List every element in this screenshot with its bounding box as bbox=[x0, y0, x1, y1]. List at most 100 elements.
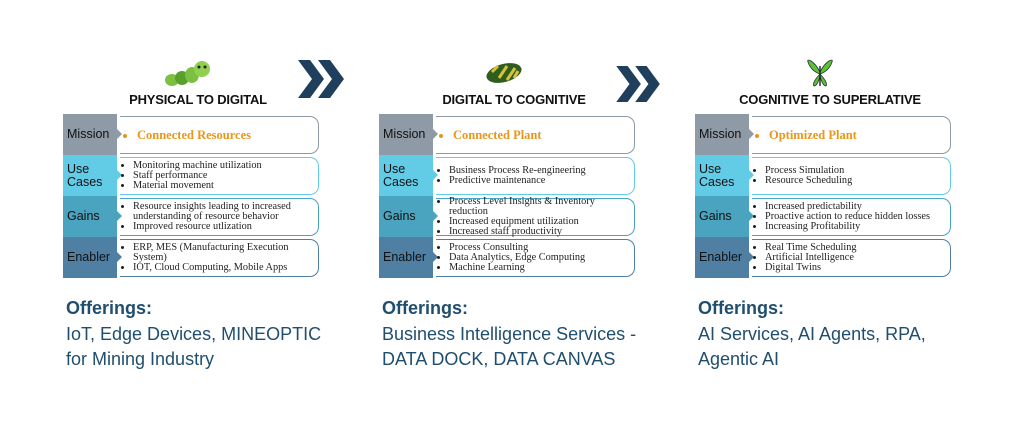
row-bracket bbox=[120, 239, 319, 277]
bullet-item: Digital Twins bbox=[765, 262, 951, 273]
cocoon-icon bbox=[474, 58, 534, 88]
bullet-item: Resource insights leading to increased u… bbox=[133, 201, 319, 222]
bullet-list: Real Time SchedulingArtificial Intellige… bbox=[755, 242, 951, 273]
stage-title: DIGITAL TO COGNITIVE bbox=[442, 92, 586, 107]
row-bracket bbox=[436, 198, 635, 236]
caterpillar-icon bbox=[158, 58, 218, 88]
row-content: Connected Plant bbox=[439, 116, 635, 153]
offerings-heading: Offerings: bbox=[698, 298, 785, 318]
row-bracket bbox=[752, 198, 951, 236]
row-label: Gains bbox=[695, 196, 749, 237]
row-content: ERP, MES (Manufacturing Execution System… bbox=[123, 239, 319, 276]
row-label: Use Cases bbox=[63, 155, 117, 196]
bullet-item: Business Process Re-engineering bbox=[449, 165, 635, 176]
row-content: Process Level Insights & Inventory reduc… bbox=[439, 196, 635, 237]
bullet-list: Monitoring machine utilizationStaff perf… bbox=[123, 160, 319, 191]
row-label: Enabler bbox=[63, 237, 117, 278]
bullet-list: Process ConsultingData Analytics, Edge C… bbox=[439, 242, 635, 273]
bullet-list: ERP, MES (Manufacturing Execution System… bbox=[123, 242, 319, 273]
row-label: Gains bbox=[379, 196, 433, 237]
row-bracket bbox=[436, 239, 635, 277]
row-content: Resource insights leading to increased u… bbox=[123, 198, 319, 235]
bullet-item: Monitoring machine utilization bbox=[133, 160, 319, 171]
offerings-heading: Offerings: bbox=[382, 298, 469, 318]
bullet-list: Connected Plant bbox=[439, 128, 635, 141]
bullet-item: Predictive maintenance bbox=[449, 175, 635, 186]
bullet-item: Connected Plant bbox=[453, 128, 635, 141]
row-enabler: EnablerProcess ConsultingData Analytics,… bbox=[379, 237, 637, 278]
offerings-text: AI Services, AI Agents, RPA, Agentic AI bbox=[698, 324, 926, 369]
row-arrow bbox=[749, 170, 754, 180]
bullet-item: Proactive action to reduce hidden losses bbox=[765, 211, 951, 222]
row-content: Process ConsultingData Analytics, Edge C… bbox=[439, 239, 635, 276]
row-label: Enabler bbox=[695, 237, 749, 278]
row-use-cases: Use Cases Process SimulationResource Sche… bbox=[695, 155, 953, 196]
offerings-text: IoT, Edge Devices, MINEOPTIC for Mining … bbox=[66, 324, 322, 369]
row-arrow bbox=[117, 170, 122, 180]
row-enabler: EnablerReal Time SchedulingArtificial In… bbox=[695, 237, 953, 278]
row-content: Monitoring machine utilizationStaff perf… bbox=[123, 157, 319, 194]
stage-column: PHYSICAL TO DIGITAL Mission Connected Reso… bbox=[63, 0, 333, 444]
row-label: Mission bbox=[379, 114, 433, 155]
bullet-item: Process Consulting bbox=[449, 242, 635, 253]
row-arrow bbox=[749, 211, 754, 221]
row-label: Use Cases bbox=[695, 155, 749, 196]
row-arrow bbox=[749, 252, 754, 262]
row-enabler: Enabler ERP, MES (Manufacturing Execution… bbox=[63, 237, 321, 278]
row-bracket bbox=[436, 116, 635, 154]
row-mission: Mission Connected Resources bbox=[63, 114, 321, 155]
bullet-list: Increased predictabilityProactive action… bbox=[755, 201, 951, 232]
row-label: Mission bbox=[63, 114, 117, 155]
bullet-item: Optimized Plant bbox=[769, 128, 951, 141]
bullet-item: Data Analytics, Edge Computing bbox=[449, 252, 635, 263]
row-content: Connected Resources bbox=[123, 116, 319, 153]
row-bracket bbox=[752, 239, 951, 277]
row-bracket bbox=[752, 157, 951, 195]
bullet-item: Increased staff productivity bbox=[449, 226, 635, 237]
row-arrow bbox=[117, 252, 122, 262]
offerings-heading: Offerings: bbox=[66, 298, 153, 318]
row-gains: Gains Resource insights leading to increa… bbox=[63, 196, 321, 237]
bullet-list: Process Level Insights & Inventory reduc… bbox=[439, 196, 635, 237]
row-arrow bbox=[749, 129, 754, 139]
row-bracket bbox=[752, 116, 951, 154]
bullet-item: Real Time Scheduling bbox=[765, 242, 951, 253]
row-content: Real Time SchedulingArtificial Intellige… bbox=[755, 239, 951, 276]
bullet-list: Business Process Re-engineeringPredictiv… bbox=[439, 165, 635, 186]
row-bracket bbox=[120, 116, 319, 154]
bullet-list: Optimized Plant bbox=[755, 128, 951, 141]
row-label: Use Cases bbox=[379, 155, 433, 196]
row-label: Gains bbox=[63, 196, 117, 237]
row-mission: Mission Optimized Plant bbox=[695, 114, 953, 155]
chevron-right-icon bbox=[616, 66, 660, 102]
row-label: Mission bbox=[695, 114, 749, 155]
bullet-item: Improved resource utlization bbox=[133, 221, 319, 232]
row-content: Optimized Plant bbox=[755, 116, 951, 153]
bullet-item: Increased equipment utilization bbox=[449, 216, 635, 227]
row-arrow bbox=[117, 129, 122, 139]
row-gains: GainsProcess Level Insights & Inventory … bbox=[379, 196, 637, 237]
bullet-list: Resource insights leading to increased u… bbox=[123, 201, 319, 232]
stage-title: PHYSICAL TO DIGITAL bbox=[129, 92, 267, 107]
bullet-list: Process SimulationResource Scheduling bbox=[755, 165, 951, 186]
row-gains: GainsIncreased predictabilityProactive a… bbox=[695, 196, 953, 237]
bullet-item: Resource Scheduling bbox=[765, 175, 951, 186]
stage-column: COGNITIVE TO SUPERLATIVE Mission Optimized… bbox=[695, 0, 965, 444]
row-content: Business Process Re-engineeringPredictiv… bbox=[439, 157, 635, 194]
row-arrow bbox=[117, 211, 122, 221]
row-bracket bbox=[120, 198, 319, 236]
bullet-item: Increasing Profitability bbox=[765, 221, 951, 232]
bullet-item: Material movement bbox=[133, 180, 319, 191]
bullet-list: Connected Resources bbox=[123, 128, 319, 141]
bullet-item: ERP, MES (Manufacturing Execution System… bbox=[133, 242, 319, 263]
stage-column: DIGITAL TO COGNITIVE Mission Connected Pla… bbox=[379, 0, 649, 444]
bullet-item: Machine Learning bbox=[449, 262, 635, 273]
stage-title: COGNITIVE TO SUPERLATIVE bbox=[739, 92, 921, 107]
row-arrow bbox=[433, 252, 438, 262]
bullet-item: Process Simulation bbox=[765, 165, 951, 176]
bullet-item: Artificial Intelligence bbox=[765, 252, 951, 263]
row-content: Process SimulationResource Scheduling bbox=[755, 157, 951, 194]
offerings-text: Business Intelligence Services - DATA DO… bbox=[382, 324, 637, 369]
